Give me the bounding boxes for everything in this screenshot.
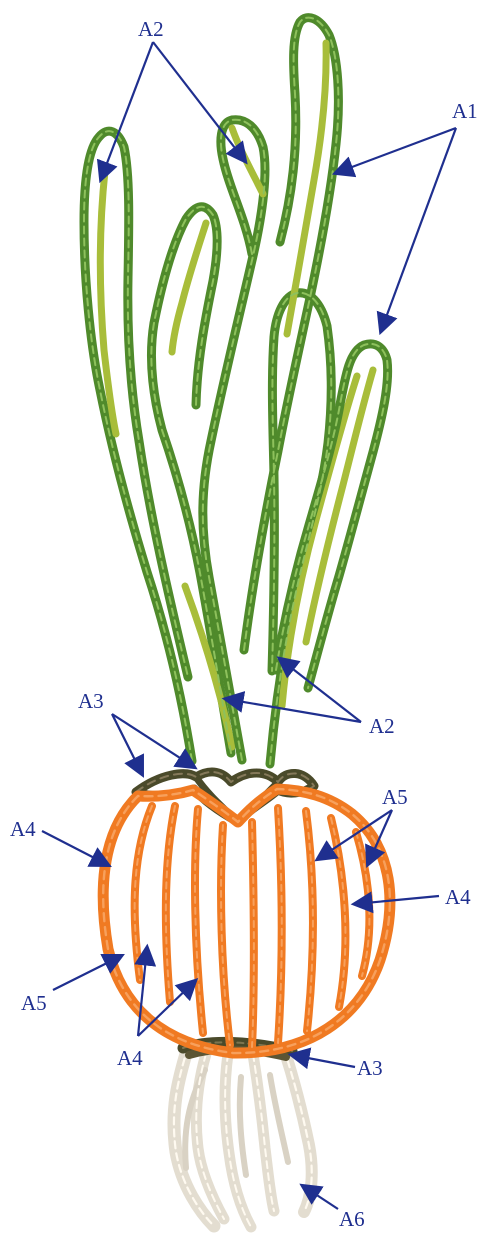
label-a4-left: A4 [10, 817, 36, 841]
label-a4-right: A4 [445, 885, 471, 909]
label-a5-left: A5 [21, 991, 47, 1015]
a4-left-arrow [42, 831, 108, 865]
label-a3-top: A3 [78, 689, 104, 713]
label-a2-top: A2 [138, 17, 164, 41]
leaf-group [84, 18, 388, 764]
label-a3-bottom: A3 [357, 1056, 383, 1080]
a3-bottom-arrow [292, 1055, 355, 1067]
a2-top-right-arrow [153, 42, 245, 161]
label-a6: A6 [339, 1207, 365, 1231]
label-a1-top: A1 [452, 99, 478, 123]
onion-bulb [103, 789, 390, 1053]
roots [174, 1047, 312, 1227]
a2-mid-left-arrow [226, 699, 361, 722]
label-a4-bottom: A4 [117, 1046, 143, 1070]
a2-mid-right-arrow [280, 659, 361, 722]
a1-top-arrow [336, 128, 456, 173]
label-a5-right: A5 [382, 785, 408, 809]
label-a2-mid: A2 [369, 714, 395, 738]
a1-lower-arrow [381, 128, 456, 331]
